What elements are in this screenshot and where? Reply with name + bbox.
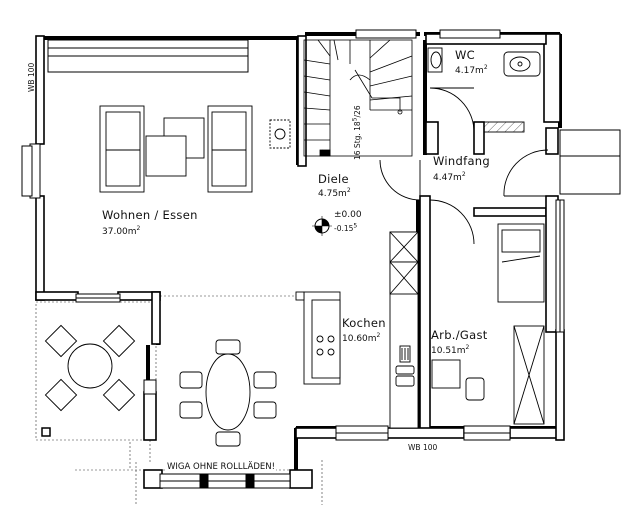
room-name-kochen: Kochen [342,316,386,330]
room-name-wc: WC [455,48,476,62]
wc-fixtures [427,47,541,77]
windows [21,29,621,489]
double-walls [35,33,565,489]
wiga-label: WIGA OHNE ROLLLÄDEN! [166,462,277,472]
room-area-kochen: 10.60m2 [342,332,381,344]
room-name-diele: Diele [318,172,349,186]
living-furniture [99,105,291,193]
room-area-diele: 4.75m2 [318,187,351,199]
wb-label-bottom: WB 100 [408,443,438,452]
terrace-set [41,324,136,437]
staircase [303,39,413,157]
room-name-wohnen: Wohnen / Essen [102,208,198,222]
level-marker-icon [312,216,332,236]
kitchen-units [295,231,419,429]
room-area-wc: 4.17m2 [455,64,488,76]
wb-label-left: WB 100 [27,62,36,92]
stair-label: 16 Stg. 185/26 [351,105,363,160]
study-furniture [431,223,545,425]
dining-set [179,339,277,447]
doors [379,87,549,266]
level-sub: -0.155 [334,222,358,233]
room-area-windfang: 4.47m2 [433,171,466,183]
room-name-windfang: Windfang [433,154,490,168]
room-area-wohnen: 37.00m2 [102,225,141,237]
level-main: ±0.00 [334,210,362,220]
room-area-arbeit: 10.51m2 [431,344,470,356]
room-name-arbeit: Arb./Gast [431,328,488,342]
